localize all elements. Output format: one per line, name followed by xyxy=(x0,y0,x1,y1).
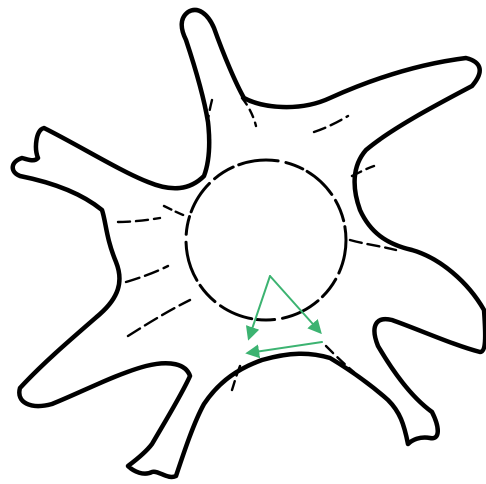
star-outline xyxy=(13,10,485,477)
